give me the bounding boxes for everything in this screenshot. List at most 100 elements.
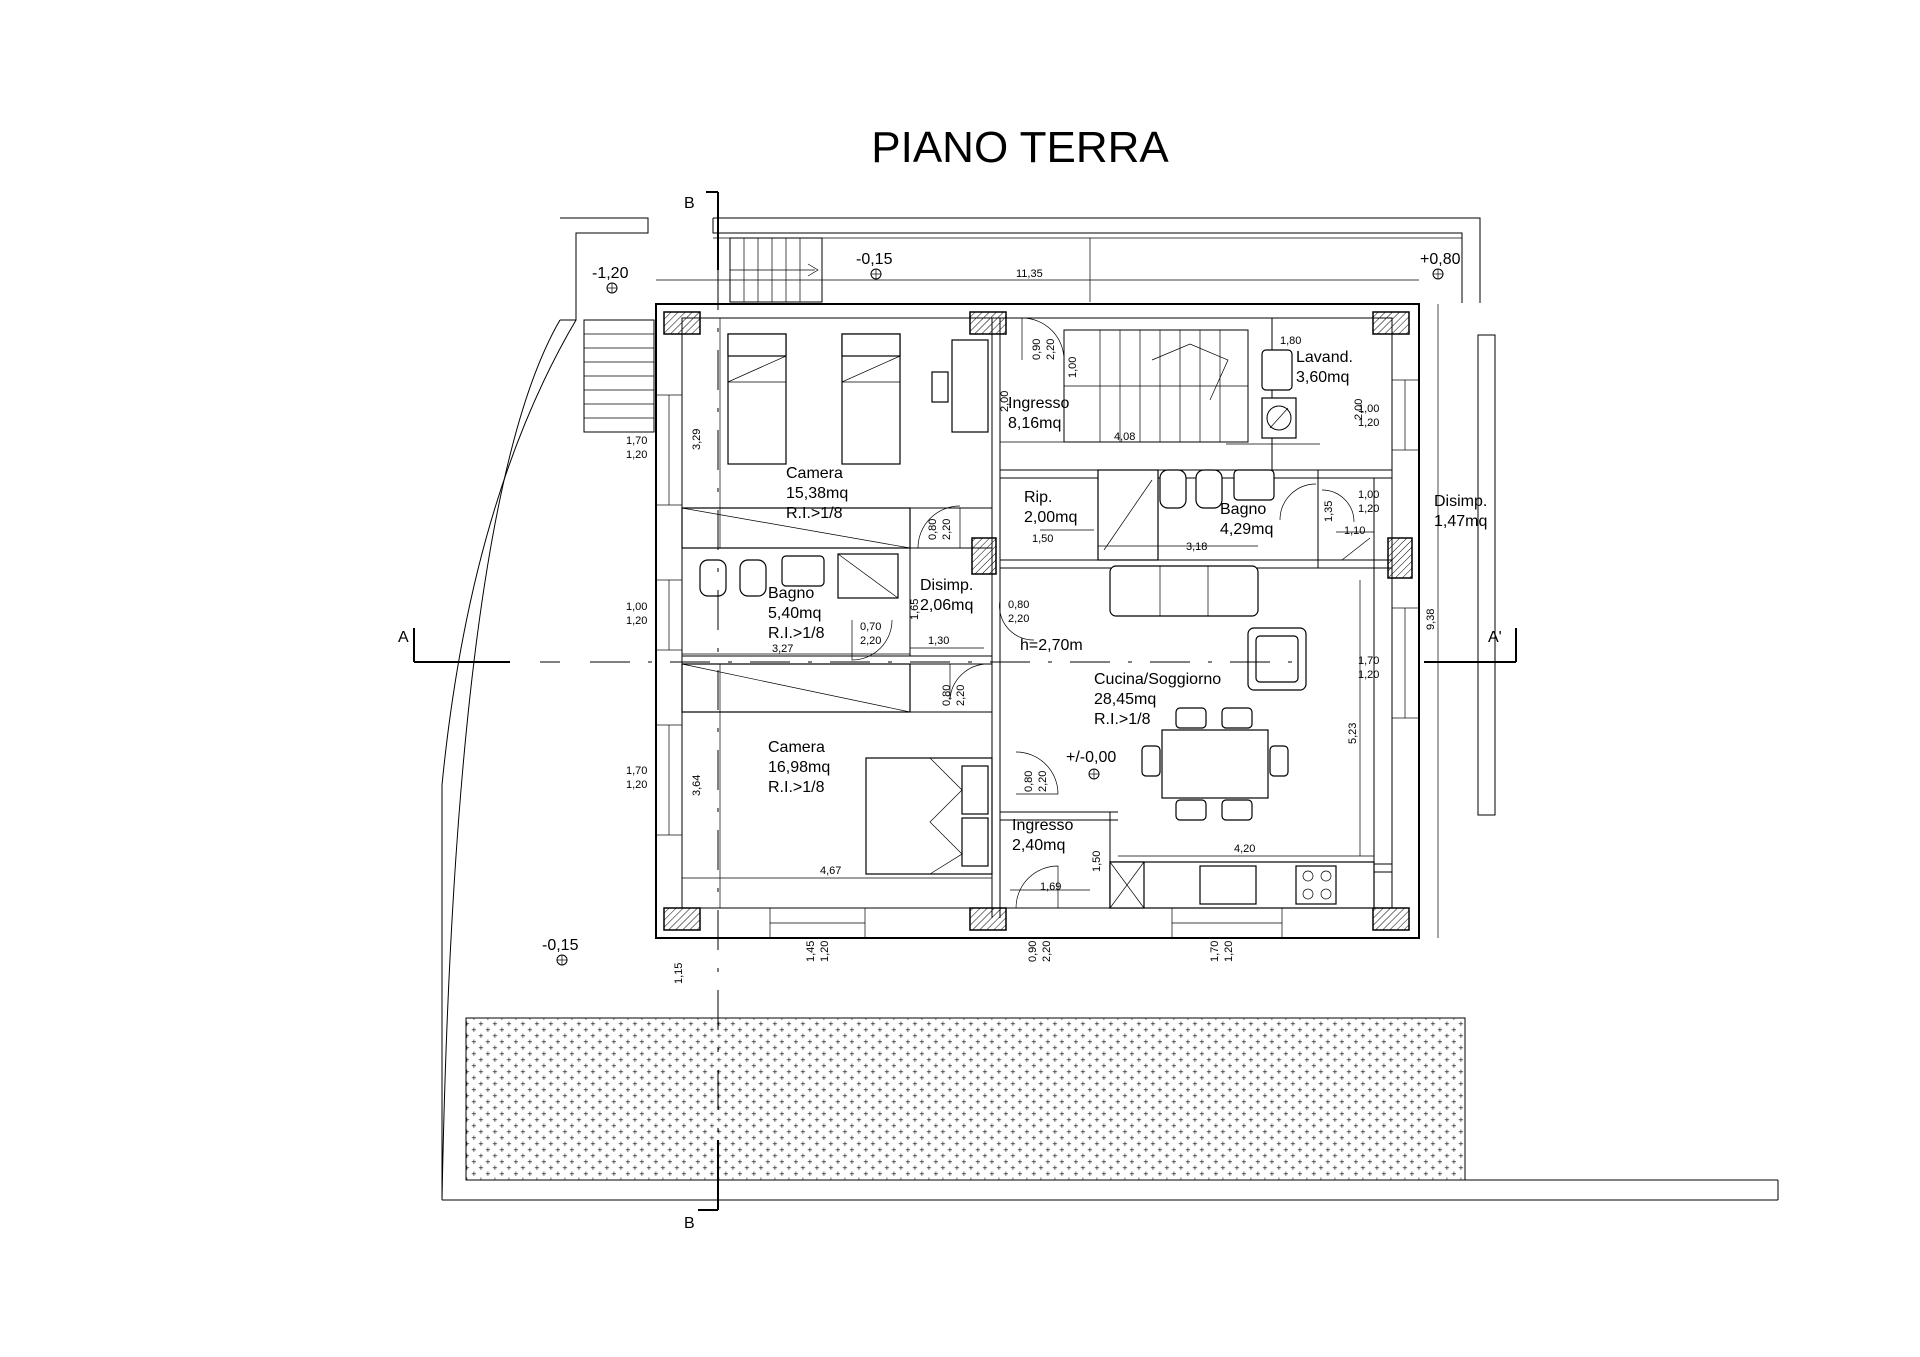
room-rip: Rip. 2,00mq: [1024, 489, 1077, 526]
room-ri: R.I.>1/8: [786, 505, 843, 522]
room-bagno-2: Bagno 4,29mq: [1220, 501, 1273, 538]
columns: [663, 311, 1413, 931]
room-area: 2,06mq: [920, 597, 973, 614]
room-camera-2: Camera 16,98mq R.I.>1/8: [768, 739, 830, 796]
dimension-texts: 11,35 9,38 3,29 3,64 5,23 4,67 4,20 3,27…: [673, 268, 1437, 984]
dimension-text: 2,00: [999, 391, 1011, 412]
opening-height: 2,20: [1008, 613, 1029, 625]
opening-width: 0,80: [1008, 599, 1029, 611]
room-cucina-soggiorno: Cucina/Soggiorno 28,45mq R.I.>1/8: [1094, 671, 1221, 728]
dimension-text: 4,67: [820, 865, 841, 877]
doors: [851, 317, 1355, 909]
opening-width: 1,00: [1358, 403, 1379, 415]
desk: [931, 339, 989, 433]
opening-height: 1,20: [626, 779, 647, 791]
opening-height: 2,20: [1041, 941, 1053, 962]
dimension-text: 3,27: [772, 643, 793, 655]
interior-stairs: [1063, 329, 1249, 443]
room-lavand: Lavand. 3,60mq: [1296, 349, 1353, 386]
elevation-label: -1,20: [592, 265, 629, 282]
dimension-text: 1,69: [1040, 881, 1061, 893]
opening-height: 1,20: [819, 941, 831, 962]
opening-width: 1,70: [626, 435, 647, 447]
dimension-text: 4,08: [1114, 431, 1135, 443]
dimension-lines: [656, 279, 1439, 938]
elevation-label: -0,15: [856, 251, 893, 268]
bathroom-2-fixtures: [1097, 469, 1275, 561]
room-area: 3,60mq: [1296, 369, 1349, 386]
room-area: 1,47mq: [1434, 513, 1487, 530]
room-ri: R.I.>1/8: [768, 779, 825, 796]
armchair: [1247, 627, 1307, 691]
elevation-label: +/-0,00: [1066, 749, 1116, 766]
opening-height: 1,20: [1358, 417, 1379, 429]
room-ingresso-2: Ingresso 2,40mq: [1012, 817, 1073, 854]
room-ri: R.I.>1/8: [768, 625, 825, 642]
room-name: Ingresso: [1008, 395, 1069, 412]
dimension-text: 2,00: [1353, 399, 1365, 420]
bathroom-1-fixtures: [699, 553, 899, 599]
opening-width: 0,80: [1023, 771, 1035, 792]
dimension-text: 3,29: [691, 429, 703, 450]
gravel-strip: [465, 1017, 1466, 1181]
dimension-text: 1,65: [909, 599, 921, 620]
room-bagno-1: Bagno 5,40mq R.I.>1/8: [768, 585, 825, 642]
opening-width: 0,70: [860, 621, 881, 633]
opening-width: 1,00: [626, 601, 647, 613]
opening-labels: 0,90 2,20 0,80 2,20 0,70 2,20 0,80 2,20 …: [626, 339, 1379, 962]
dimension-text: 3,18: [1186, 541, 1207, 553]
dimension-text: 1,00: [1067, 357, 1079, 378]
room-area: 28,45mq: [1094, 691, 1156, 708]
kitchen-counter: [1109, 861, 1375, 909]
room-area: 4,29mq: [1220, 521, 1273, 538]
exterior-stairs-top: [729, 237, 823, 303]
opening-height: 2,20: [1037, 771, 1049, 792]
dimension-text: 1,80: [1280, 335, 1301, 347]
dimension-text: 9,38: [1425, 609, 1437, 630]
room-name: Camera: [786, 465, 843, 482]
room-name: Ingresso: [1012, 817, 1073, 834]
room-area: 15,38mq: [786, 485, 848, 502]
dimension-text: 11,35: [1016, 268, 1043, 280]
elevation-label: +0,80: [1420, 251, 1461, 268]
opening-height: 1,20: [626, 615, 647, 627]
opening-width: 0,90: [1027, 941, 1039, 962]
room-name: Rip.: [1024, 489, 1052, 506]
opening-height: 2,20: [955, 685, 967, 706]
room-disimp-2: Disimp. 1,47mq: [1434, 493, 1487, 530]
room-name: Cucina/Soggiorno: [1094, 671, 1221, 688]
twin-beds: [727, 333, 901, 465]
room-area: 5,40mq: [768, 605, 821, 622]
dimension-text: 1,15: [673, 963, 685, 984]
dimension-text: 1,10: [1344, 525, 1365, 537]
section-markers: [413, 191, 1517, 1211]
room-area: 2,00mq: [1024, 509, 1077, 526]
opening-height: 1,20: [1223, 941, 1235, 962]
room-camera-1: Camera 15,38mq R.I.>1/8: [786, 465, 848, 522]
double-bed: [865, 757, 993, 875]
laundry-fixtures: [1261, 349, 1297, 439]
section-label-a-left: A: [398, 629, 409, 646]
dimension-text: 4,20: [1234, 843, 1255, 855]
dimension-text: 5,23: [1347, 723, 1359, 744]
room-name: Camera: [768, 739, 825, 756]
dimension-text: 1,30: [928, 635, 949, 647]
dimension-text: 1,50: [1091, 851, 1103, 872]
room-area: 16,98mq: [768, 759, 830, 776]
opening-height: 1,20: [626, 449, 647, 461]
plan-title: PIANO TERRA: [871, 123, 1169, 172]
opening-width: 0,80: [927, 519, 939, 540]
opening-width: 1,00: [1358, 489, 1379, 501]
opening-width: 1,70: [626, 765, 647, 777]
room-disimp-1: Disimp. 2,06mq: [920, 577, 973, 614]
elevation-markers: [556, 268, 1444, 966]
room-name: Bagno: [768, 585, 814, 602]
ceiling-height-label: h=2,70m: [1020, 637, 1083, 654]
room-area: 2,40mq: [1012, 837, 1065, 854]
section-label-a-right: A': [1488, 629, 1502, 646]
room-name: Bagno: [1220, 501, 1266, 518]
section-label-b-bottom: B: [684, 1215, 695, 1232]
dining-table: [1141, 707, 1289, 821]
opening-width: 0,90: [1031, 339, 1043, 360]
